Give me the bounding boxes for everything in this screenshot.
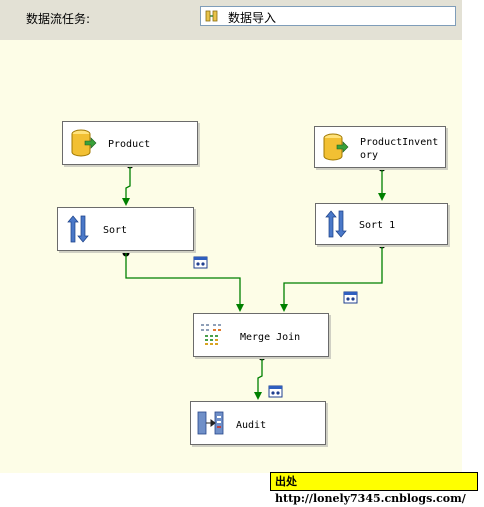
path-productinventory-sort1[interactable] bbox=[378, 164, 386, 202]
task-product[interactable]: Product bbox=[62, 121, 198, 165]
task-selector-bar: 数据流任务: 数据导入 bbox=[0, 0, 462, 40]
dataflow-design-surface[interactable] bbox=[0, 40, 462, 473]
ole-db-source-icon bbox=[71, 129, 97, 157]
data-viewer-icon[interactable] bbox=[193, 256, 208, 269]
task-audit[interactable]: Audit bbox=[190, 401, 326, 445]
task-sort-1[interactable]: Sort 1 bbox=[315, 203, 448, 245]
path-sort-mergejoin[interactable] bbox=[122, 249, 245, 313]
data-viewer-icon[interactable] bbox=[343, 291, 358, 304]
ole-db-source-icon bbox=[323, 133, 349, 161]
task-label: ProductInventory bbox=[360, 137, 439, 161]
task-selector-value: 数据导入 bbox=[228, 11, 277, 25]
dataflow-task-icon bbox=[205, 10, 218, 22]
audit-icon bbox=[197, 411, 224, 435]
merge-join-icon bbox=[201, 324, 221, 345]
task-sort[interactable]: Sort bbox=[57, 207, 194, 251]
task-label: Audit bbox=[236, 420, 267, 431]
data-viewer-icon[interactable] bbox=[268, 385, 283, 398]
task-label: Sort 1 bbox=[359, 220, 396, 231]
path-mergejoin-audit[interactable] bbox=[254, 353, 266, 401]
task-label: Product bbox=[108, 139, 151, 150]
task-product-inventory[interactable]: ProductInventory bbox=[314, 126, 446, 168]
task-label: Sort bbox=[103, 225, 128, 236]
sort-icon bbox=[67, 215, 89, 243]
source-watermark: 出处http://lonely7345.cnblogs.com/ bbox=[270, 472, 478, 505]
path-sort1-mergejoin[interactable] bbox=[280, 241, 386, 313]
sort-icon bbox=[325, 210, 347, 238]
path-product-sort[interactable] bbox=[122, 161, 134, 207]
task-selector-label: 数据流任务: bbox=[26, 12, 91, 26]
task-selector-combo[interactable]: 数据导入 bbox=[200, 6, 456, 26]
task-label: Merge Join bbox=[240, 332, 301, 343]
task-merge-join[interactable]: Merge Join bbox=[193, 313, 329, 357]
